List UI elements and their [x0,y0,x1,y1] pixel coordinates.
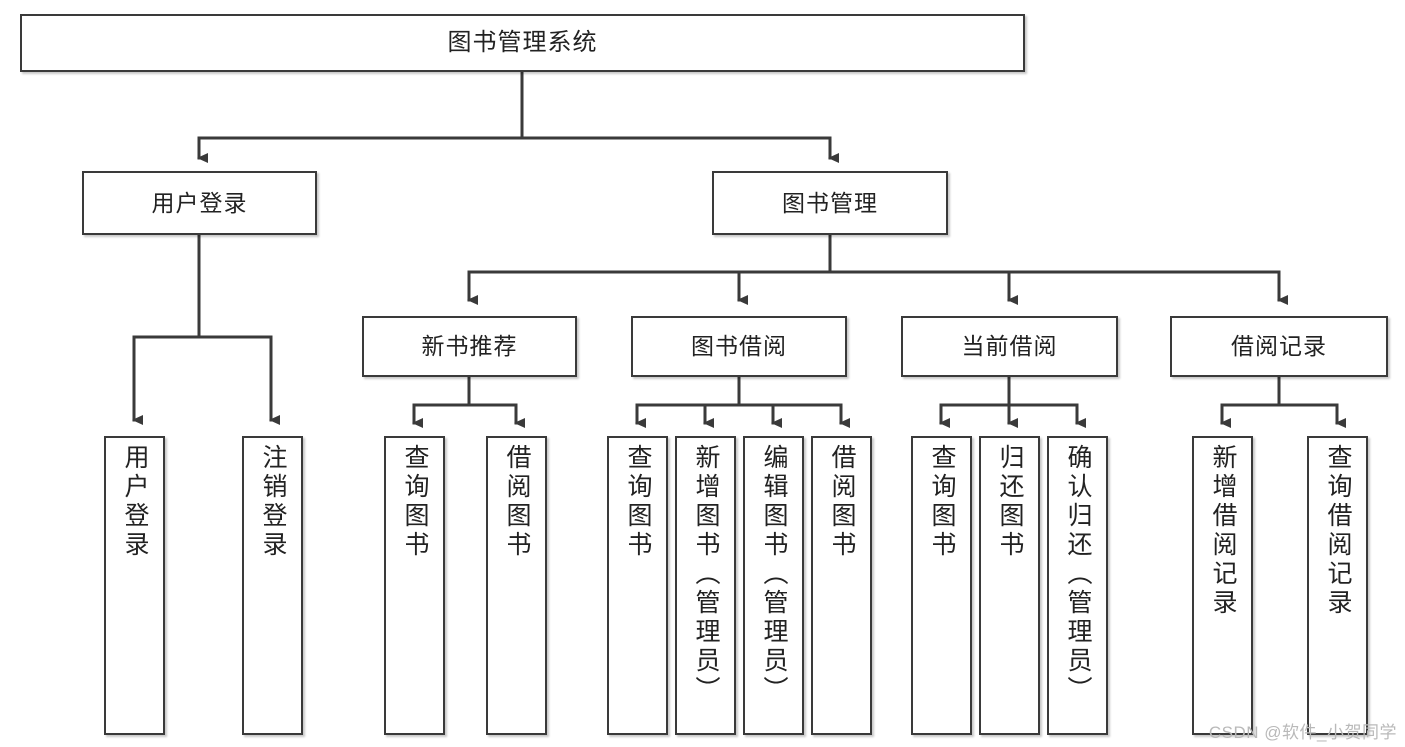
leaf-borrow-books-new-rec[interactable]: 借阅图书 [486,436,547,735]
node-label: 用户登录 [121,444,149,560]
leaf-logout[interactable]: 注销登录 [242,436,303,735]
node-label: 当前借阅 [961,333,1058,360]
node-label: 查询图书 [401,444,429,560]
leaf-query-borrow-record[interactable]: 查询借阅记录 [1307,436,1368,735]
leaf-query-books-current[interactable]: 查询图书 [911,436,972,735]
node-current-borrowing[interactable]: 当前借阅 [901,316,1118,377]
node-new-book-recommendation[interactable]: 新书推荐 [362,316,577,377]
node-borrowing-record[interactable]: 借阅记录 [1170,316,1388,377]
leaf-user-login[interactable]: 用户登录 [104,436,165,735]
leaf-add-book-admin[interactable]: 新增图书（管理员） [675,436,736,735]
node-label: 图书借阅 [691,333,787,360]
leaf-query-books-borrow[interactable]: 查询图书 [607,436,668,735]
node-label: 借阅图书 [503,444,531,560]
node-label: 新增借阅记录 [1209,444,1237,618]
node-label: 借阅图书 [828,444,856,560]
leaf-return-books[interactable]: 归还图书 [979,436,1040,735]
node-book-management[interactable]: 图书管理 [712,171,948,235]
leaf-edit-book-admin[interactable]: 编辑图书（管理员） [743,436,804,735]
node-user-login[interactable]: 用户登录 [82,171,317,235]
node-label: 新书推荐 [421,333,518,360]
node-label: 查询借阅记录 [1324,444,1352,618]
leaf-borrow-books[interactable]: 借阅图书 [811,436,872,735]
node-label: 查询图书 [624,444,652,560]
node-label: 图书管理 [782,189,878,216]
node-root-book-management-system[interactable]: 图书管理系统 [20,14,1025,72]
node-label: 确认归还（管理员） [1064,444,1092,705]
node-book-borrowing[interactable]: 图书借阅 [631,316,847,377]
node-label: 注销登录 [259,444,287,560]
node-label: 归还图书 [996,444,1024,560]
leaf-add-borrow-record[interactable]: 新增借阅记录 [1192,436,1253,735]
leaf-query-books-new-rec[interactable]: 查询图书 [384,436,445,735]
node-label: 查询图书 [928,444,956,560]
node-label: 图书管理系统 [447,29,598,56]
node-label: 借阅记录 [1231,333,1327,360]
leaf-confirm-return-admin[interactable]: 确认归还（管理员） [1047,436,1108,735]
node-label: 用户登录 [151,189,248,216]
node-label: 新增图书（管理员） [692,444,720,705]
node-label: 编辑图书（管理员） [760,444,788,705]
